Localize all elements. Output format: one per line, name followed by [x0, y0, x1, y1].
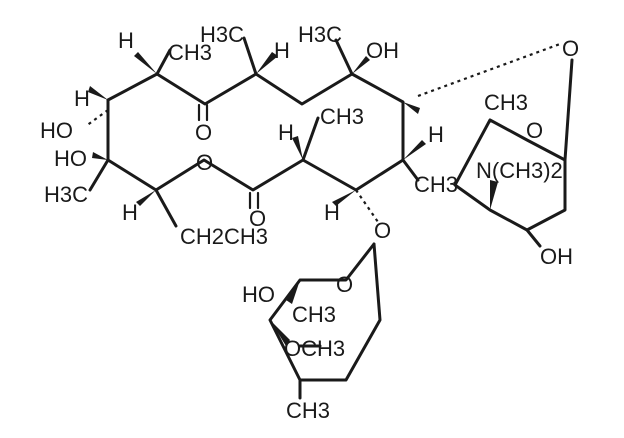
ch3-label: CH3: [168, 40, 212, 65]
h3c-label-right: H3C: [298, 22, 342, 47]
ch3-mid: CH3: [320, 104, 364, 129]
lactone-carbonyl-oxygen: O: [249, 206, 266, 231]
ketone-oxygen: O: [195, 120, 212, 145]
h-bottom: H: [324, 200, 340, 225]
glycosidic-oxygen: O: [562, 36, 579, 61]
ch3-bottom: CH3: [286, 398, 330, 423]
desosamine-ring: [453, 58, 574, 248]
dimethylamino: N(CH3)2: [476, 158, 563, 183]
h-left: H: [74, 86, 90, 111]
ring-oxygen-cladinose: O: [336, 272, 353, 297]
macrolactone-ring: [88, 36, 420, 228]
methoxy-group: OCH3: [284, 336, 345, 361]
h-mid: H: [278, 120, 294, 145]
ho-label-2: HO: [54, 146, 87, 171]
oh-sugar: OH: [540, 244, 573, 269]
ester-oxygen: O: [196, 150, 213, 175]
linking-oxygen: O: [374, 218, 391, 243]
ho-label-1: HO: [40, 118, 73, 143]
ch3-sugar: CH3: [484, 90, 528, 115]
ch3-right: CH3: [414, 172, 458, 197]
ho-sugar: HO: [242, 282, 275, 307]
h-right: H: [428, 122, 444, 147]
hashed-bonds: [85, 42, 561, 223]
ring-oxygen-desosamine: O: [526, 118, 543, 143]
cladinose-ring: [268, 242, 382, 400]
ethyl-group: CH2CH3: [180, 224, 268, 249]
h-label: H: [118, 28, 134, 53]
atom-labels: H CH3 H3C H H3C OH O H O CH3 H H CH3 O H…: [40, 22, 579, 423]
oh-label: OH: [366, 38, 399, 63]
stereo-wedges: [88, 52, 426, 206]
h-label-top: H: [274, 38, 290, 63]
h-bottom-left: H: [122, 200, 138, 225]
h3c-left: H3C: [44, 182, 88, 207]
h3c-label: H3C: [200, 22, 244, 47]
ch3-sugar-2: CH3: [292, 302, 336, 327]
